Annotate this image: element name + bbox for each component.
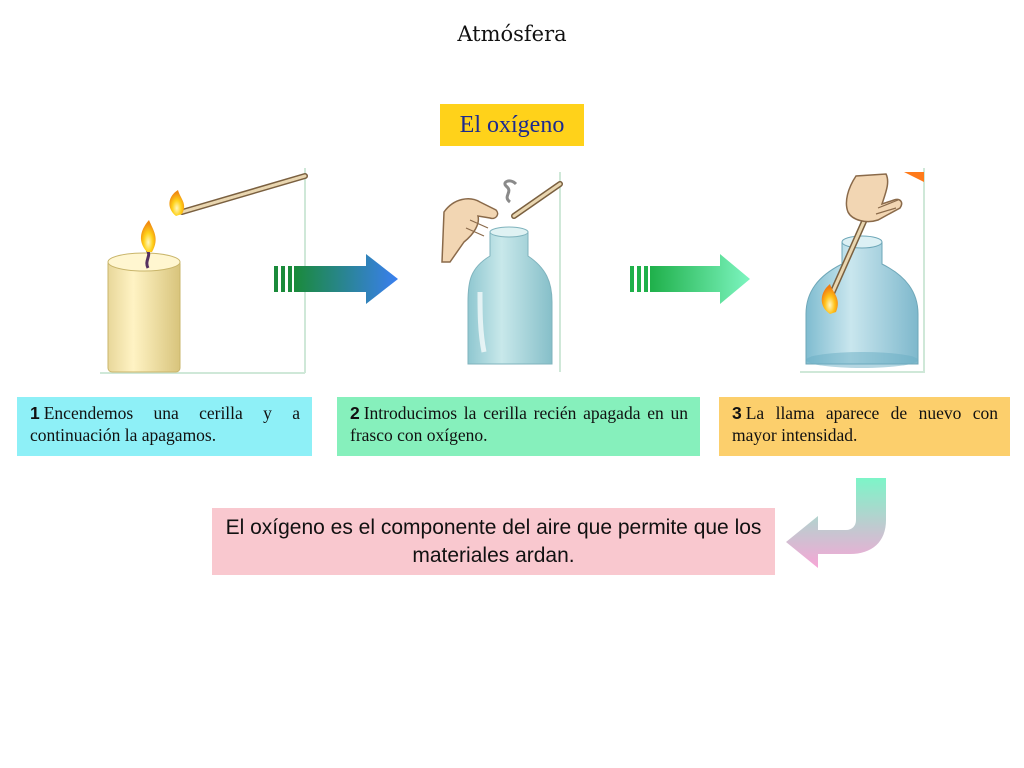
step-1-number: 1 — [30, 403, 40, 423]
arrow-right-icon — [626, 252, 754, 306]
arrow-right-icon — [270, 252, 402, 306]
jar-illustration — [440, 172, 565, 372]
slide-title: El oxígeno — [440, 104, 584, 146]
burning-jar-illustration — [800, 168, 928, 374]
step-3-number: 3 — [732, 403, 742, 423]
step-3-text: La llama aparece de nuevo con mayor inte… — [732, 403, 998, 445]
curved-arrow-icon — [784, 476, 894, 570]
step-2-text: Introducimos la cerilla recién apagada e… — [350, 403, 688, 445]
step-2-number: 2 — [350, 403, 360, 423]
conclusion-box: El oxígeno es el componente del aire que… — [212, 508, 775, 575]
step-1-text: Encendemos una cerilla y a continuación … — [30, 403, 300, 445]
header-title: Atmósfera — [457, 22, 567, 46]
